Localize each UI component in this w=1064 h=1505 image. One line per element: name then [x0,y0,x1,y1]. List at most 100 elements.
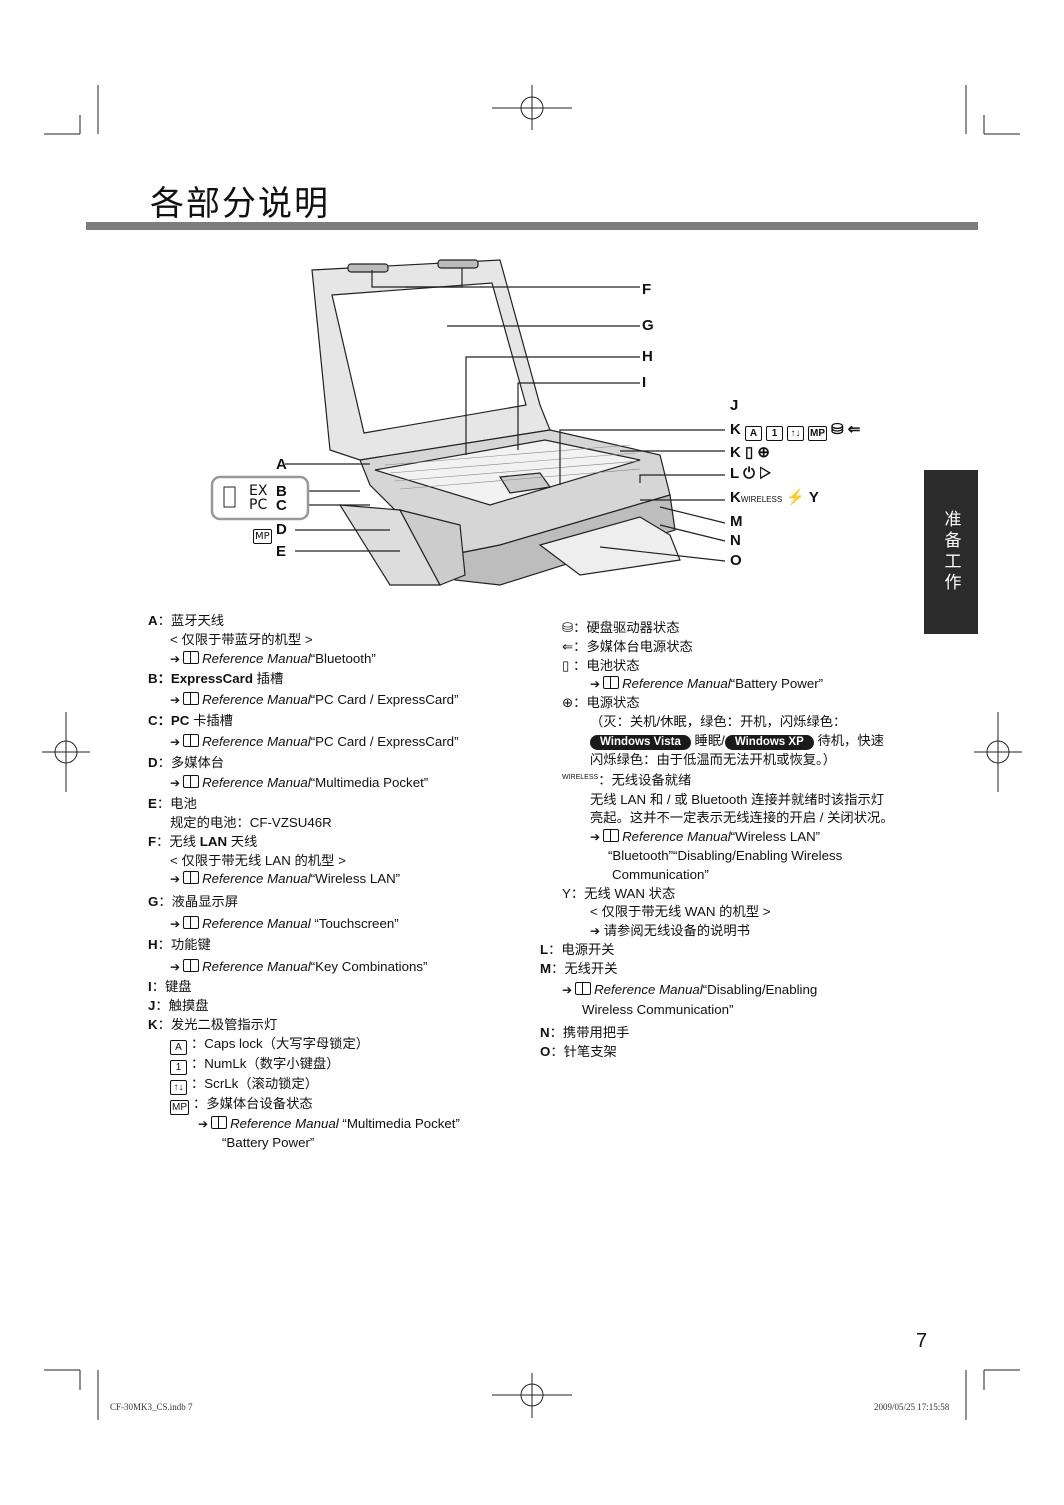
item-d: D：多媒体台 [148,754,225,770]
text-line: ⇐：多媒体台电源状态 [562,638,693,654]
windows-xp-badge: Windows XP [724,734,814,750]
text-line: Wireless Communication” [582,1002,734,1018]
text-line: 规定的电池：CF-VZSU46R [170,814,332,830]
book-icon [183,915,200,929]
item-l: L：电源开关 [540,941,615,957]
mp-power-icon: ⇐ [562,638,574,654]
item-j: J：触摸盘 [148,998,209,1014]
callout-b: B [276,483,287,500]
callout-m: M [730,513,743,530]
book-icon [183,871,200,885]
slot-pc-label: PC [249,497,268,513]
text-line: ↑↓：ScrLk（滚动锁定） [148,1075,528,1095]
text-line: A：Caps lock（大写字母锁定） [148,1035,528,1055]
text-line: Communication” [612,866,709,882]
text-line: ▯ ：电池状态 [562,657,640,673]
text-line: ➔Reference Manual“Disabling/Enabling [562,981,818,997]
text-line: 亮起。这并不一定表示无线连接的开启 / 关闭状况。 [590,810,894,826]
laptop-diagram [210,259,726,586]
item-i: I：键盘 [148,979,192,995]
text-line: ⊕：电源状态 [562,695,640,711]
text-line: 1：NumLk（数字小键盘） [148,1055,528,1075]
text-line: ➔Reference Manual “Touchscreen” [170,915,399,931]
book-icon [183,650,200,664]
callout-a: A [276,456,287,473]
text-line: ➔Reference Manual“Wireless LAN” [170,871,401,887]
text-line: < 仅限于带蓝牙的机型 > [170,631,313,647]
text-line: WIRELESS：无线设备就绪 [562,772,692,788]
scroll-lock-icon: ↑↓ [170,1079,187,1095]
callout-c: C [276,497,287,514]
text-line: “Bluetooth”“Disabling/Enabling Wireless [608,847,843,863]
item-c: C：PC 卡插槽 [148,712,233,728]
item-n: N：携带用把手 [540,1025,630,1041]
callout-k3: KWIRELESS ⚡ Y [730,489,819,506]
item-a: A：蓝牙天线 [148,613,225,628]
callout-o: O [730,552,742,569]
item-f: F：无线 LAN 天线 [148,833,258,849]
item-g: G：液晶显示屏 [148,894,239,910]
callout-l: L ⏻ ▷ [730,465,772,482]
callout-h: H [642,348,653,365]
wan-antenna-icon: Y [562,885,571,901]
callout-g: G [642,317,654,334]
book-icon [575,981,592,995]
callout-i: I [642,374,647,391]
book-icon [603,676,620,690]
text-line: “Battery Power” [222,1134,315,1150]
item-h: H：功能键 [148,936,211,952]
text-line: ➔Reference Manual“Battery Power” [590,676,824,692]
mp-icon: MP [253,529,272,544]
item-b: B：ExpressCard 插槽 [148,671,284,687]
text-line: （灭：关机/休眠，绿色：开机，闪烁绿色： [590,713,847,729]
caps-lock-icon: A [170,1039,187,1055]
text-line: ➔Reference Manual“PC Card / ExpressCard” [170,733,459,749]
text-line: < 仅限于带无线 WAN 的机型 > [590,904,771,920]
wireless-ready-icon: WIRELESS [562,774,599,782]
callout-e: E [276,543,287,560]
book-icon [183,775,200,789]
numlock-icon: 1 [170,1059,187,1075]
slot-ex-label: EX [249,483,268,499]
book-icon [183,958,200,972]
callout-f: F [642,281,652,298]
text-line: ➔Reference Manual“Bluetooth” [170,650,376,666]
text-line: ➔Reference Manual“PC Card / ExpressCard” [170,692,459,708]
book-icon [211,1115,228,1129]
text-line: ➔Reference Manual “Multimedia Pocket” [198,1115,460,1131]
footer-left: CF-30MK3_CS.indb 7 [110,1402,193,1412]
right-column: ⛁：硬盘驱动器状态 ⇐：多媒体台电源状态 ▯ ：电池状态 ➔Reference … [540,619,930,1062]
text-line: MP：多媒体台设备状态 [170,1095,313,1115]
text-line: 闪烁绿色：由于低温而无法开机或恢复。） [590,751,836,767]
book-icon [183,733,200,747]
text-line: 无线 LAN 和 / 或 Bluetooth 连接并就绪时该指示灯 [590,791,885,807]
footer-right: 2009/05/25 17:15:58 [874,1402,950,1412]
book-icon [603,829,620,843]
item-e: E：电池 [148,796,197,812]
text-line: ➔Reference Manual“Key Combinations” [170,958,428,974]
callout-d: D [276,521,287,538]
callout-n: N [730,532,741,549]
windows-vista-badge: Windows Vista [590,734,691,750]
item-m: M：无线开关 [540,960,618,976]
page-number: 7 [916,1330,928,1352]
text-line: < 仅限于带无线 LAN 的机型 > [170,852,346,868]
text-line: Y：无线 WAN 状态 [562,885,676,901]
text-line: Windows Vista 睡眠/Windows XP 待机，快速 [540,732,930,751]
callout-j: J [730,397,739,414]
item-o: O：针笔支架 [540,1043,617,1059]
text-line: ⛁：硬盘驱动器状态 [562,620,680,635]
text-line: ➔Reference Manual“Wireless LAN” [590,829,821,845]
hdd-icon: ⛁ [562,620,574,635]
multimedia-pocket-icon: MP [170,1099,189,1115]
left-column: A：蓝牙天线 < 仅限于带蓝牙的机型 > ➔Reference Manual“B… [148,612,528,1152]
item-k: K：发光二极管指示灯 [148,1016,278,1032]
text-line: ➔Reference Manual“Multimedia Pocket” [170,775,429,791]
page-title: 各部分说明 [150,184,330,224]
book-icon [183,692,200,706]
side-tab: 准备工作 [924,470,978,634]
text-line: ➔ 请参阅无线设备的说明书 [590,923,751,939]
callout-k2: K ▯ ⊕ [730,444,771,461]
